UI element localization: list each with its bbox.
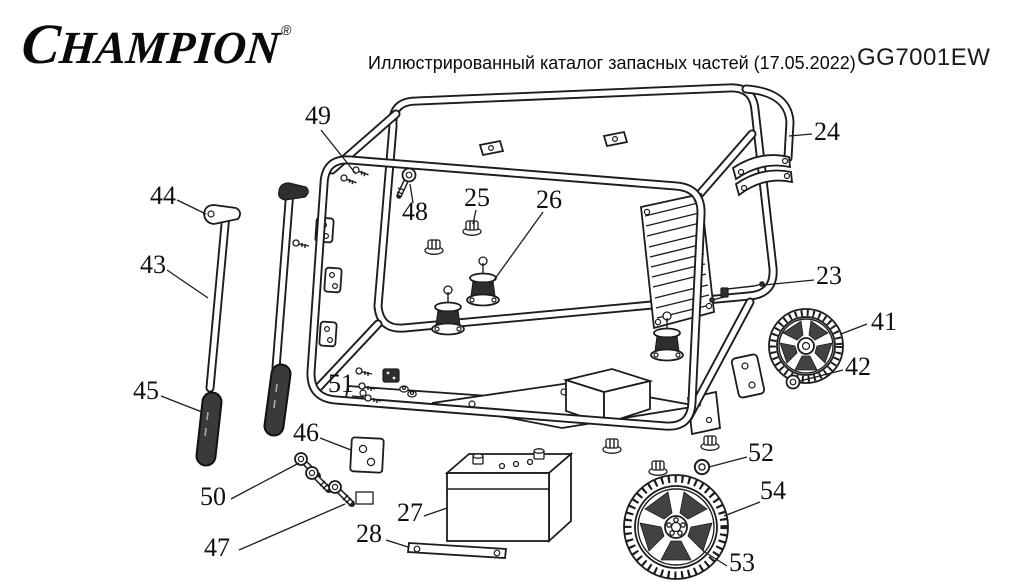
part-label-49: 49 xyxy=(305,101,331,130)
part-label-27: 27 xyxy=(397,498,423,527)
wheel-small xyxy=(768,308,844,390)
control-rod xyxy=(709,281,765,303)
part-label-43: 43 xyxy=(140,250,166,279)
part-label-50: 50 xyxy=(200,482,226,511)
part-label-42: 42 xyxy=(845,352,871,381)
part-label-54: 54 xyxy=(760,476,786,505)
part-label-28: 28 xyxy=(356,519,382,548)
part-label-52: 52 xyxy=(748,438,774,467)
part-label-23: 23 xyxy=(816,261,842,290)
wheel-large xyxy=(623,458,729,580)
hardware-cluster xyxy=(355,367,417,404)
battery xyxy=(444,448,574,544)
part-label-45: 45 xyxy=(133,376,159,405)
part-labels: 49 44 43 48 25 26 24 23 41 42 45 51 46 5… xyxy=(133,101,897,577)
catalog-title: Иллюстрированный каталог запасных частей… xyxy=(368,53,856,73)
part-label-47: 47 xyxy=(204,533,230,562)
folding-handles xyxy=(195,182,310,467)
part-label-41: 41 xyxy=(871,307,897,336)
frame-screws xyxy=(339,165,417,199)
fasteners-lower-left xyxy=(295,436,385,506)
part-label-25: 25 xyxy=(464,183,490,212)
leader-lines xyxy=(160,129,868,567)
part-label-44: 44 xyxy=(150,181,176,210)
part-label-53: 53 xyxy=(729,548,755,577)
part-label-26: 26 xyxy=(536,185,562,214)
battery-plate xyxy=(407,542,507,559)
model-number: GG7001EW xyxy=(857,44,991,71)
part-label-46: 46 xyxy=(293,418,319,447)
part-label-24: 24 xyxy=(814,117,840,146)
frame-front-loop xyxy=(306,155,706,431)
part-label-51: 51 xyxy=(328,369,354,398)
handle-grip-brackets xyxy=(731,154,794,197)
part-label-48: 48 xyxy=(402,197,428,226)
frame-bottom-connectors xyxy=(313,297,755,423)
